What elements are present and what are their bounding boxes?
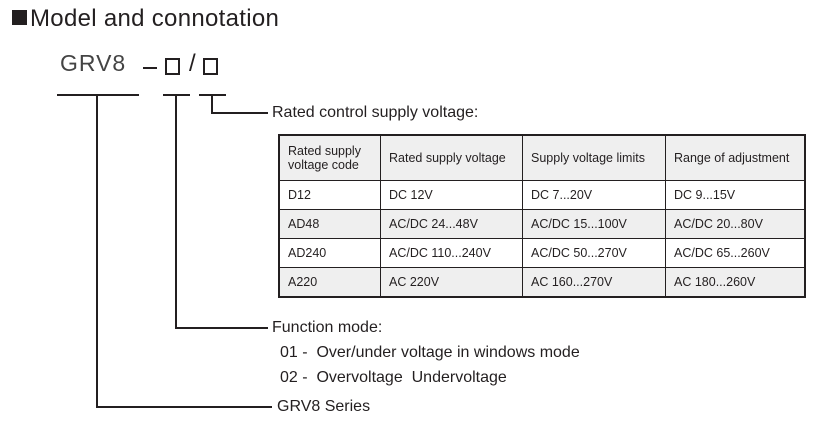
cell: DC 7...20V bbox=[522, 180, 666, 210]
cell: AC/DC 110...240V bbox=[380, 238, 523, 268]
cell: AD240 bbox=[278, 238, 381, 268]
function-item: 01 - Over/under voltage in windows mode bbox=[280, 344, 580, 361]
heading-text: Model and connotation bbox=[30, 5, 280, 32]
dash bbox=[143, 67, 157, 69]
series-label: GRV8 Series bbox=[277, 398, 371, 415]
function-box bbox=[165, 58, 180, 75]
model-code: GRV8 bbox=[60, 50, 127, 76]
cell: AD48 bbox=[278, 209, 381, 239]
cell: AC 160...270V bbox=[522, 267, 666, 298]
table-header-row: Rated supply voltage code Rated supply v… bbox=[278, 134, 806, 181]
series-leader-v bbox=[96, 94, 98, 408]
slash: / bbox=[189, 50, 196, 77]
cell: AC/DC 65...260V bbox=[665, 238, 806, 268]
voltage-box bbox=[203, 58, 218, 75]
voltage-leader-v bbox=[211, 94, 213, 114]
cell: AC/DC 20...80V bbox=[665, 209, 806, 239]
section-heading: Model and connotation bbox=[12, 5, 279, 33]
cell: AC 220V bbox=[380, 267, 523, 298]
cell: AC/DC 50...270V bbox=[522, 238, 666, 268]
header-cell: Range of adjustment bbox=[665, 134, 806, 181]
function-leader-v bbox=[175, 94, 177, 329]
function-item: 02 - Overvoltage Undervoltage bbox=[280, 369, 507, 386]
square-bullet-icon bbox=[12, 10, 27, 25]
cell: AC 180...260V bbox=[665, 267, 806, 298]
voltage-table: Rated supply voltage code Rated supply v… bbox=[278, 134, 806, 298]
function-leader-h bbox=[175, 327, 268, 329]
model-underline bbox=[57, 94, 139, 96]
cell: DC 12V bbox=[380, 180, 523, 210]
cell: AC/DC 24...48V bbox=[380, 209, 523, 239]
header-cell: Rated supply voltage code bbox=[278, 134, 381, 181]
series-leader-h bbox=[96, 406, 272, 408]
cell: A220 bbox=[278, 267, 381, 298]
cell: DC 9...15V bbox=[665, 180, 806, 210]
header-cell: Supply voltage limits bbox=[522, 134, 666, 181]
header-cell: Rated supply voltage bbox=[380, 134, 523, 181]
cell: D12 bbox=[278, 180, 381, 210]
rated-voltage-label: Rated control supply voltage: bbox=[272, 104, 479, 121]
function-mode-label: Function mode: bbox=[272, 319, 383, 336]
voltage-leader-h bbox=[211, 112, 268, 114]
cell: AC/DC 15...100V bbox=[522, 209, 666, 239]
